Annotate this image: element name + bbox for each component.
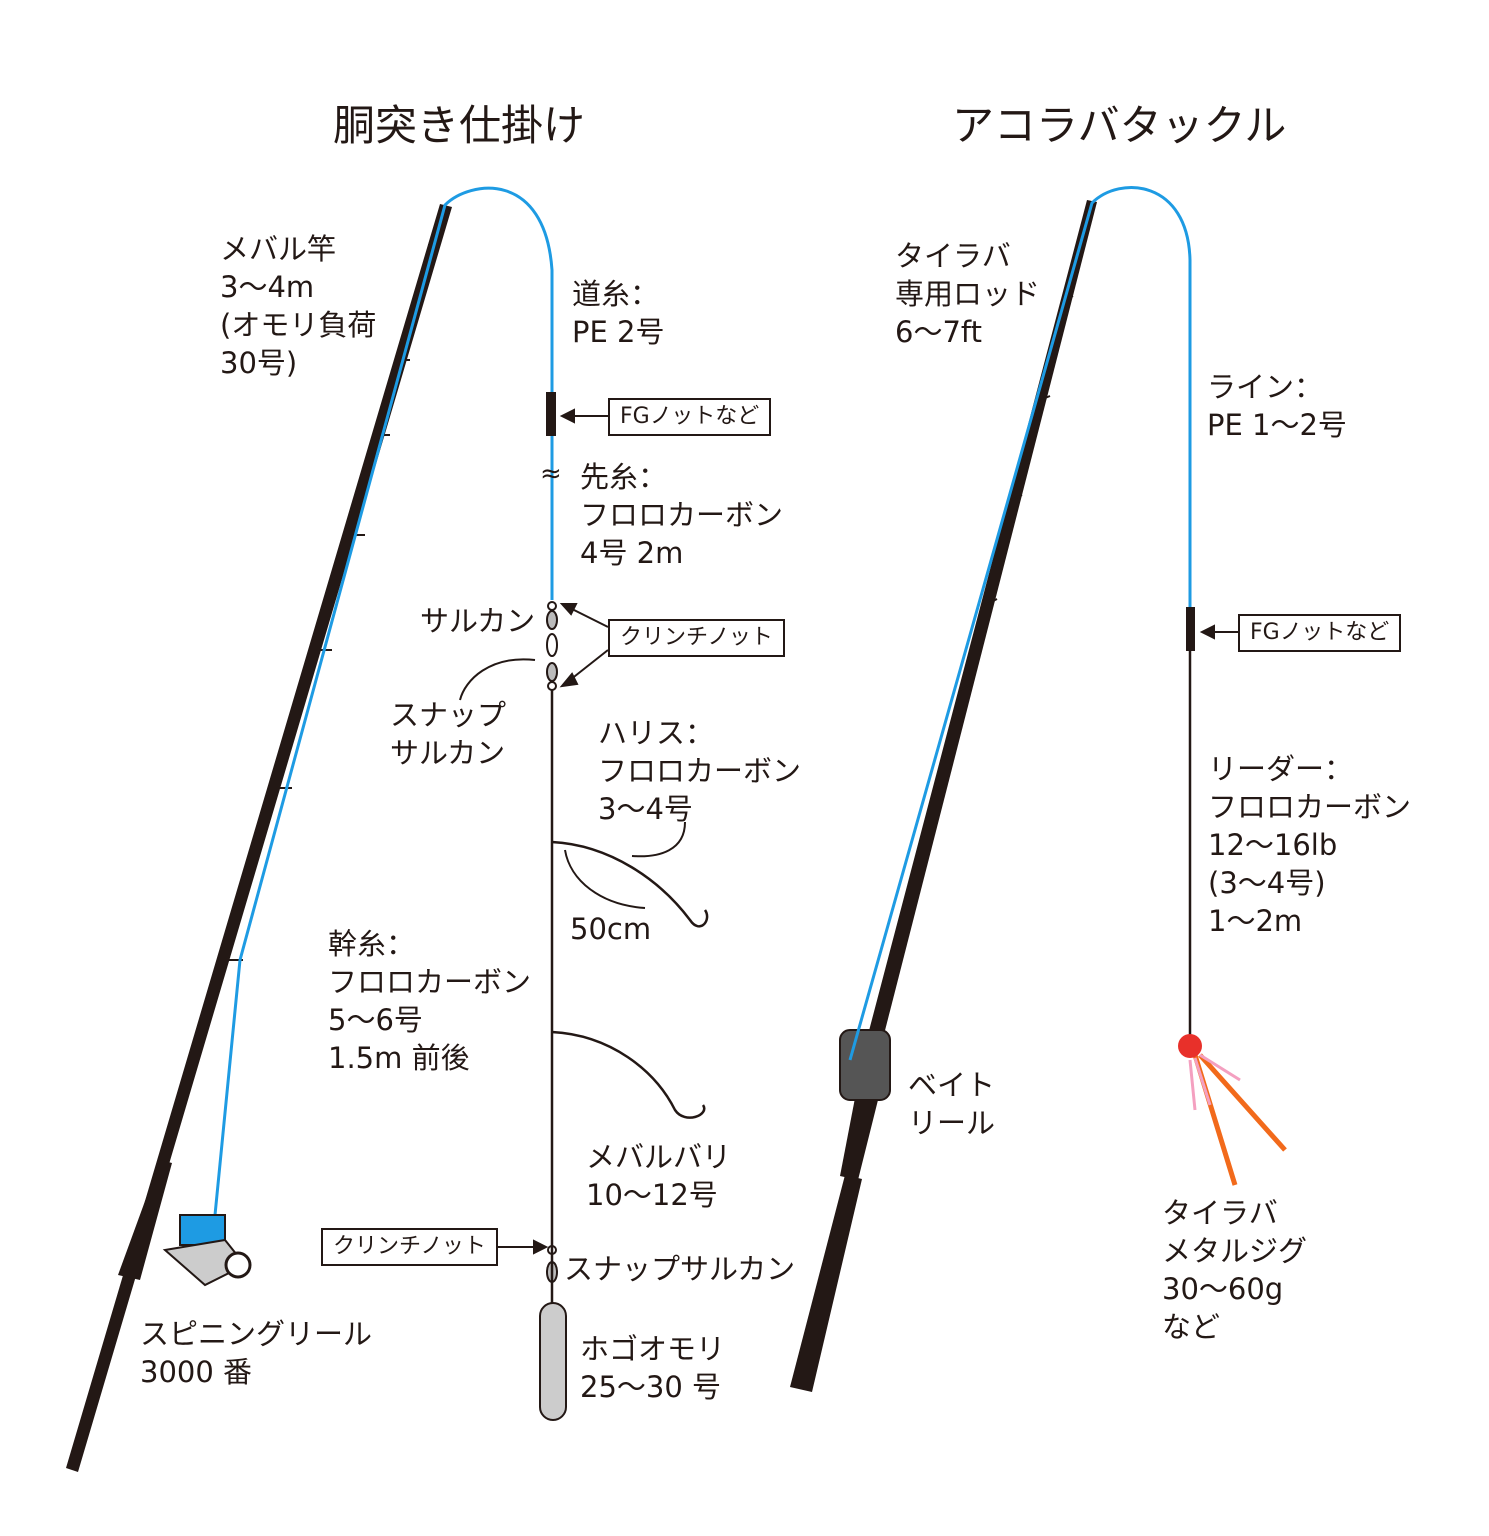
label-branch-length: 50cm xyxy=(570,912,652,946)
label-line: PE 2号 xyxy=(572,315,665,349)
label-line: 幹糸： xyxy=(328,927,416,961)
fg-knot-right xyxy=(1186,607,1195,651)
label-leader-right: リーダー： フロロカーボン 12～16lb (3～4号) 1～2m xyxy=(1208,750,1411,940)
label-line: 専用ロッド xyxy=(895,277,1041,311)
label-harisu: ハリス： フロロカーボン 3～4号 xyxy=(598,714,801,828)
label-line: 1～2m xyxy=(1208,904,1303,938)
label-line: サルカン xyxy=(390,736,506,770)
label-line: スナップ xyxy=(390,698,507,732)
title-left: 胴突き仕掛け xyxy=(333,101,586,150)
box-clinch-knot: クリンチノット xyxy=(608,619,785,657)
label-swivel: サルカン xyxy=(420,604,536,638)
label-line: 4号 2m xyxy=(580,536,684,570)
label-line: 6～7ft xyxy=(895,315,982,349)
label-sinker: ホゴオモリ 25～30 号 xyxy=(580,1330,725,1406)
label-line: 3000 番 xyxy=(140,1355,253,1389)
label-line: メバルバリ xyxy=(586,1140,732,1174)
label-rod-right: タイラバ専用ロッド 6～7ft xyxy=(895,237,1040,351)
left-main-line xyxy=(213,186,554,1216)
label-line: 12～16lb xyxy=(1208,828,1338,862)
label-line: リール xyxy=(908,1106,996,1140)
box-fg-knot-right: FGノットなど xyxy=(1238,614,1402,652)
label-snap-swivel-bottom: スナップサルカン xyxy=(564,1252,796,1286)
label-line: フロロカーボン xyxy=(1208,790,1412,824)
title-right: アコラバタックル xyxy=(952,101,1287,150)
label-line: メバル竿 xyxy=(220,232,337,266)
label-line: フロロカーボン xyxy=(598,754,802,788)
label-line: 5～6号 xyxy=(328,1003,423,1037)
label-line: 道糸： xyxy=(572,277,660,311)
label-line: ライン： xyxy=(1207,370,1324,404)
label-snap-swivel: スナップサルカン xyxy=(390,696,506,772)
label-line: ベイト xyxy=(908,1068,996,1102)
label-line: など xyxy=(1162,1310,1221,1344)
label-line: 先糸： xyxy=(580,460,668,494)
svg-text:≈: ≈ xyxy=(540,459,562,489)
left-spinning-reel xyxy=(162,1214,252,1287)
label-mikiito: 幹糸： フロロカーボン 5～6号 1.5m 前後 xyxy=(328,925,531,1077)
sinker xyxy=(539,1302,567,1421)
label-line: (オモリ負荷 xyxy=(220,308,377,342)
fg-knot-left xyxy=(546,392,556,436)
label-line: 25～30 号 xyxy=(580,1370,722,1404)
label-line: 1.5m 前後 xyxy=(328,1041,470,1075)
label-line: 3～4m xyxy=(220,270,315,304)
label-main-line: 道糸： PE 2号 xyxy=(572,275,664,351)
label-line: PE 1～2号 xyxy=(1207,408,1347,442)
label-line: メタルジグ xyxy=(1162,1234,1308,1268)
label-leader: 先糸： フロロカーボン 4号 2m xyxy=(580,458,783,572)
label-line: リーダー： xyxy=(1208,752,1354,786)
label-line-right: ライン： PE 1～2号 xyxy=(1207,368,1347,444)
label-line: タイラバ xyxy=(895,239,1011,273)
label-rod-left: メバル竿 3～4m (オモリ負荷 30号) xyxy=(220,230,376,382)
label-line: タイラバ xyxy=(1162,1196,1278,1230)
label-line: 3～4号 xyxy=(598,792,693,826)
label-bait-reel: ベイトリール xyxy=(908,1066,995,1142)
label-jig: タイラバメタルジグ 30～60g など xyxy=(1162,1194,1307,1346)
label-hook: メバルバリ 10～12号 xyxy=(586,1138,731,1214)
right-rod xyxy=(790,200,1097,1392)
label-line: 30号) xyxy=(220,346,298,380)
label-line: スピニングリール xyxy=(140,1317,373,1351)
label-line: 30～60g xyxy=(1162,1272,1284,1306)
tai-rubber-jig xyxy=(1178,1034,1287,1186)
label-line: ハリス： xyxy=(598,716,715,750)
right-main-line xyxy=(848,186,1192,1061)
label-line: (3～4号) xyxy=(1208,866,1326,900)
label-line: 10～12号 xyxy=(586,1178,718,1212)
label-line: フロロカーボン xyxy=(328,965,532,999)
box-clinch-knot-bottom: クリンチノット xyxy=(321,1228,498,1266)
label-line: ホゴオモリ xyxy=(580,1332,726,1366)
label-spinning-reel: スピニングリール 3000 番 xyxy=(140,1315,372,1391)
box-fg-knot-left: FGノットなど xyxy=(608,398,772,436)
label-line: フロロカーボン xyxy=(580,498,784,532)
